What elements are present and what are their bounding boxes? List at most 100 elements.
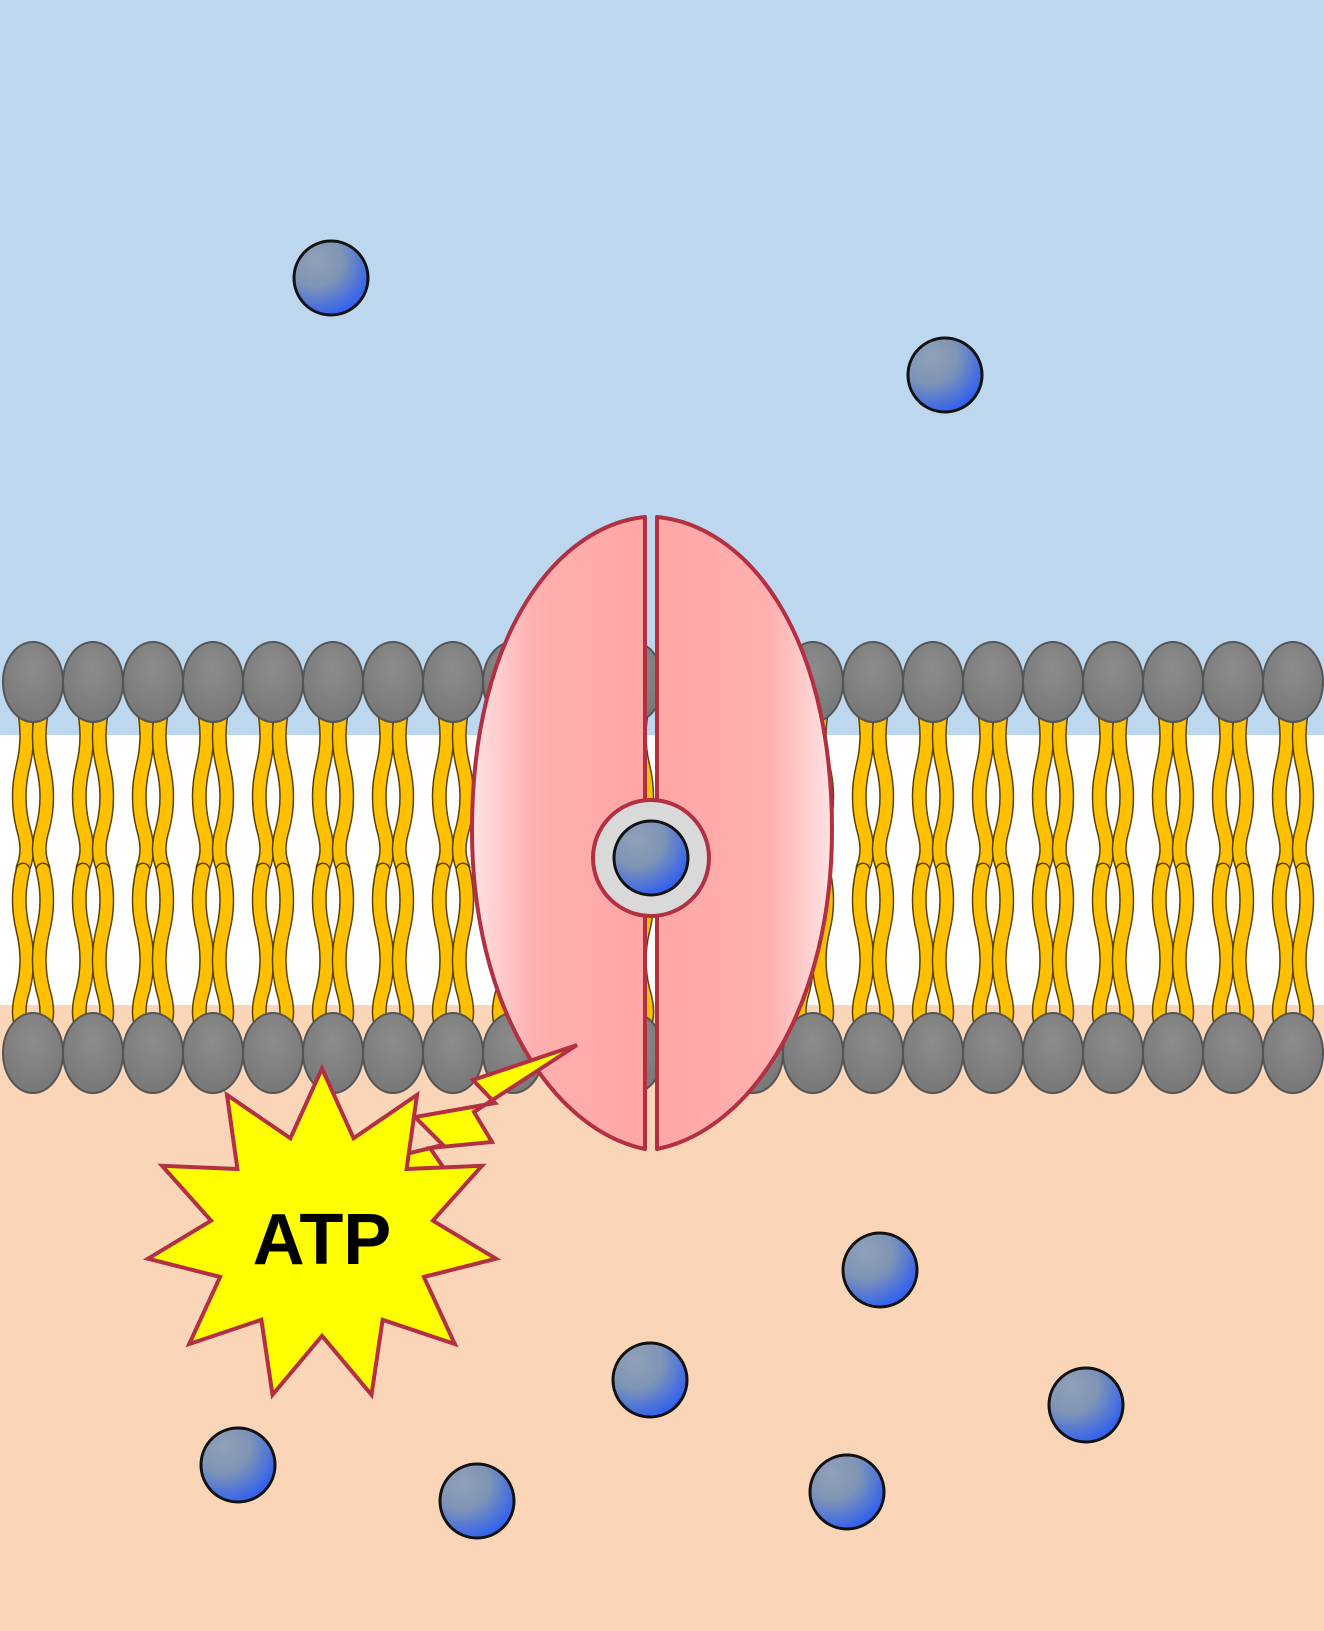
phospholipid-head	[1082, 641, 1144, 723]
lipid-tail-fill	[213, 699, 233, 874]
atp-label: ATP	[253, 1200, 392, 1280]
lipid-tail-fill	[1053, 699, 1073, 874]
lipid-tail-fill	[13, 699, 33, 874]
phospholipid-head	[962, 641, 1024, 723]
lipid-tail-fill	[1113, 699, 1133, 874]
lipid-tail-fill	[273, 864, 293, 1036]
lipid-tail-fill	[133, 699, 153, 874]
phospholipid-head	[302, 641, 364, 723]
bound-ion	[612, 819, 690, 897]
phospholipid-head	[302, 1012, 364, 1094]
lipid-tail-fill	[33, 699, 53, 874]
phospholipid-head	[182, 1012, 244, 1094]
lipid-tail-fill	[333, 864, 353, 1036]
lipid-tail-fill	[253, 864, 273, 1036]
lipid-tail-fill	[933, 699, 953, 874]
atp-star	[142, 1063, 502, 1400]
lipid-tail-fill	[1053, 864, 1073, 1036]
lipid-tail-fill	[253, 699, 273, 874]
lipid-tail-fill	[933, 864, 953, 1036]
lipid-tail-fill	[873, 699, 893, 874]
lipid-tail-fill	[1233, 699, 1253, 874]
phospholipid-head	[1022, 1012, 1084, 1094]
phospholipid-head	[242, 641, 304, 723]
lipid-tail-fill	[373, 864, 393, 1036]
lipid-tail-fill	[1273, 699, 1293, 874]
lipid-tail-fill	[313, 864, 333, 1036]
phospholipid-head	[1142, 1012, 1204, 1094]
lipid-tail-fill	[1033, 864, 1053, 1036]
lipid-tail-fill	[213, 864, 233, 1036]
lipid-tail-fill	[973, 864, 993, 1036]
lipid-tail-fill	[1113, 864, 1133, 1036]
lipid-tail-fill	[393, 699, 413, 874]
lipid-tail-fill	[973, 699, 993, 874]
lipid-tail-fill	[913, 699, 933, 874]
phospholipid-head	[1022, 641, 1084, 723]
lipid-tail-fill	[373, 699, 393, 874]
phospholipid-head	[122, 1012, 184, 1094]
lipid-tail-fill	[453, 699, 473, 874]
phospholipid-head	[362, 1012, 424, 1094]
phospholipid-head	[1142, 641, 1204, 723]
lipid-tail-fill	[1153, 699, 1173, 874]
lipid-tail-fill	[73, 699, 93, 874]
ion	[611, 1341, 689, 1419]
phospholipid-head	[362, 641, 424, 723]
lipid-tail-fill	[393, 864, 413, 1036]
phospholipid-head	[842, 641, 904, 723]
ion	[841, 1231, 919, 1309]
lipid-tail-fill	[453, 864, 473, 1036]
lipid-tail-fill	[273, 699, 293, 874]
lipid-tail-fill	[93, 699, 113, 874]
lipid-tail-fill	[1293, 864, 1313, 1036]
phospholipid-head	[182, 641, 244, 723]
ion	[808, 1453, 886, 1531]
phospholipid-head	[1262, 1012, 1324, 1094]
lipid-tail-fill	[313, 699, 333, 874]
phospholipid-head	[62, 641, 124, 723]
lipid-tail-fill	[153, 864, 173, 1036]
lipid-tail-fill	[1213, 864, 1233, 1036]
lipid-tail-fill	[1093, 699, 1113, 874]
lipid-tail-fill	[1173, 864, 1193, 1036]
lipid-tail-fill	[1293, 699, 1313, 874]
lipid-tail-fill	[433, 699, 453, 874]
phospholipid-head	[62, 1012, 124, 1094]
lipid-tail-fill	[333, 699, 353, 874]
ion	[1047, 1366, 1125, 1444]
ions	[199, 239, 1125, 1540]
ion	[438, 1462, 516, 1540]
lipid-tail-fill	[1033, 699, 1053, 874]
lipid-tail-fill	[93, 864, 113, 1036]
lipid-tail-fill	[853, 699, 873, 874]
phospholipid-head	[2, 1012, 64, 1094]
phospholipid-head	[962, 1012, 1024, 1094]
phospholipid-head	[242, 1012, 304, 1094]
atp-burst: ATP	[142, 1043, 579, 1400]
lipid-tail-fill	[433, 864, 453, 1036]
lipid-tail-fill	[1213, 699, 1233, 874]
lipid-tail-fill	[913, 864, 933, 1036]
phospholipid-head	[2, 641, 64, 723]
lipid-tail-fill	[1173, 699, 1193, 874]
lipid-tail-fill	[73, 864, 93, 1036]
lipid-tail-fill	[13, 864, 33, 1036]
phospholipid-head	[1082, 1012, 1144, 1094]
lipid-tail-fill	[993, 699, 1013, 874]
ion	[906, 336, 984, 414]
phospholipid-head	[842, 1012, 904, 1094]
phospholipid-head	[422, 641, 484, 723]
lipid-tail-fill	[1153, 864, 1173, 1036]
lipid-tail-fill	[993, 864, 1013, 1036]
phospholipid-head	[902, 1012, 964, 1094]
phospholipid-head	[1202, 641, 1264, 723]
phospholipid-head	[122, 641, 184, 723]
phospholipid-head	[1262, 641, 1324, 723]
lipid-tail-fill	[193, 699, 213, 874]
lipid-tail-fill	[853, 864, 873, 1036]
lipid-tail-fill	[33, 864, 53, 1036]
lipid-tail-fill	[873, 864, 893, 1036]
lipid-tail-fill	[153, 699, 173, 874]
lipid-tail-fill	[133, 864, 153, 1036]
